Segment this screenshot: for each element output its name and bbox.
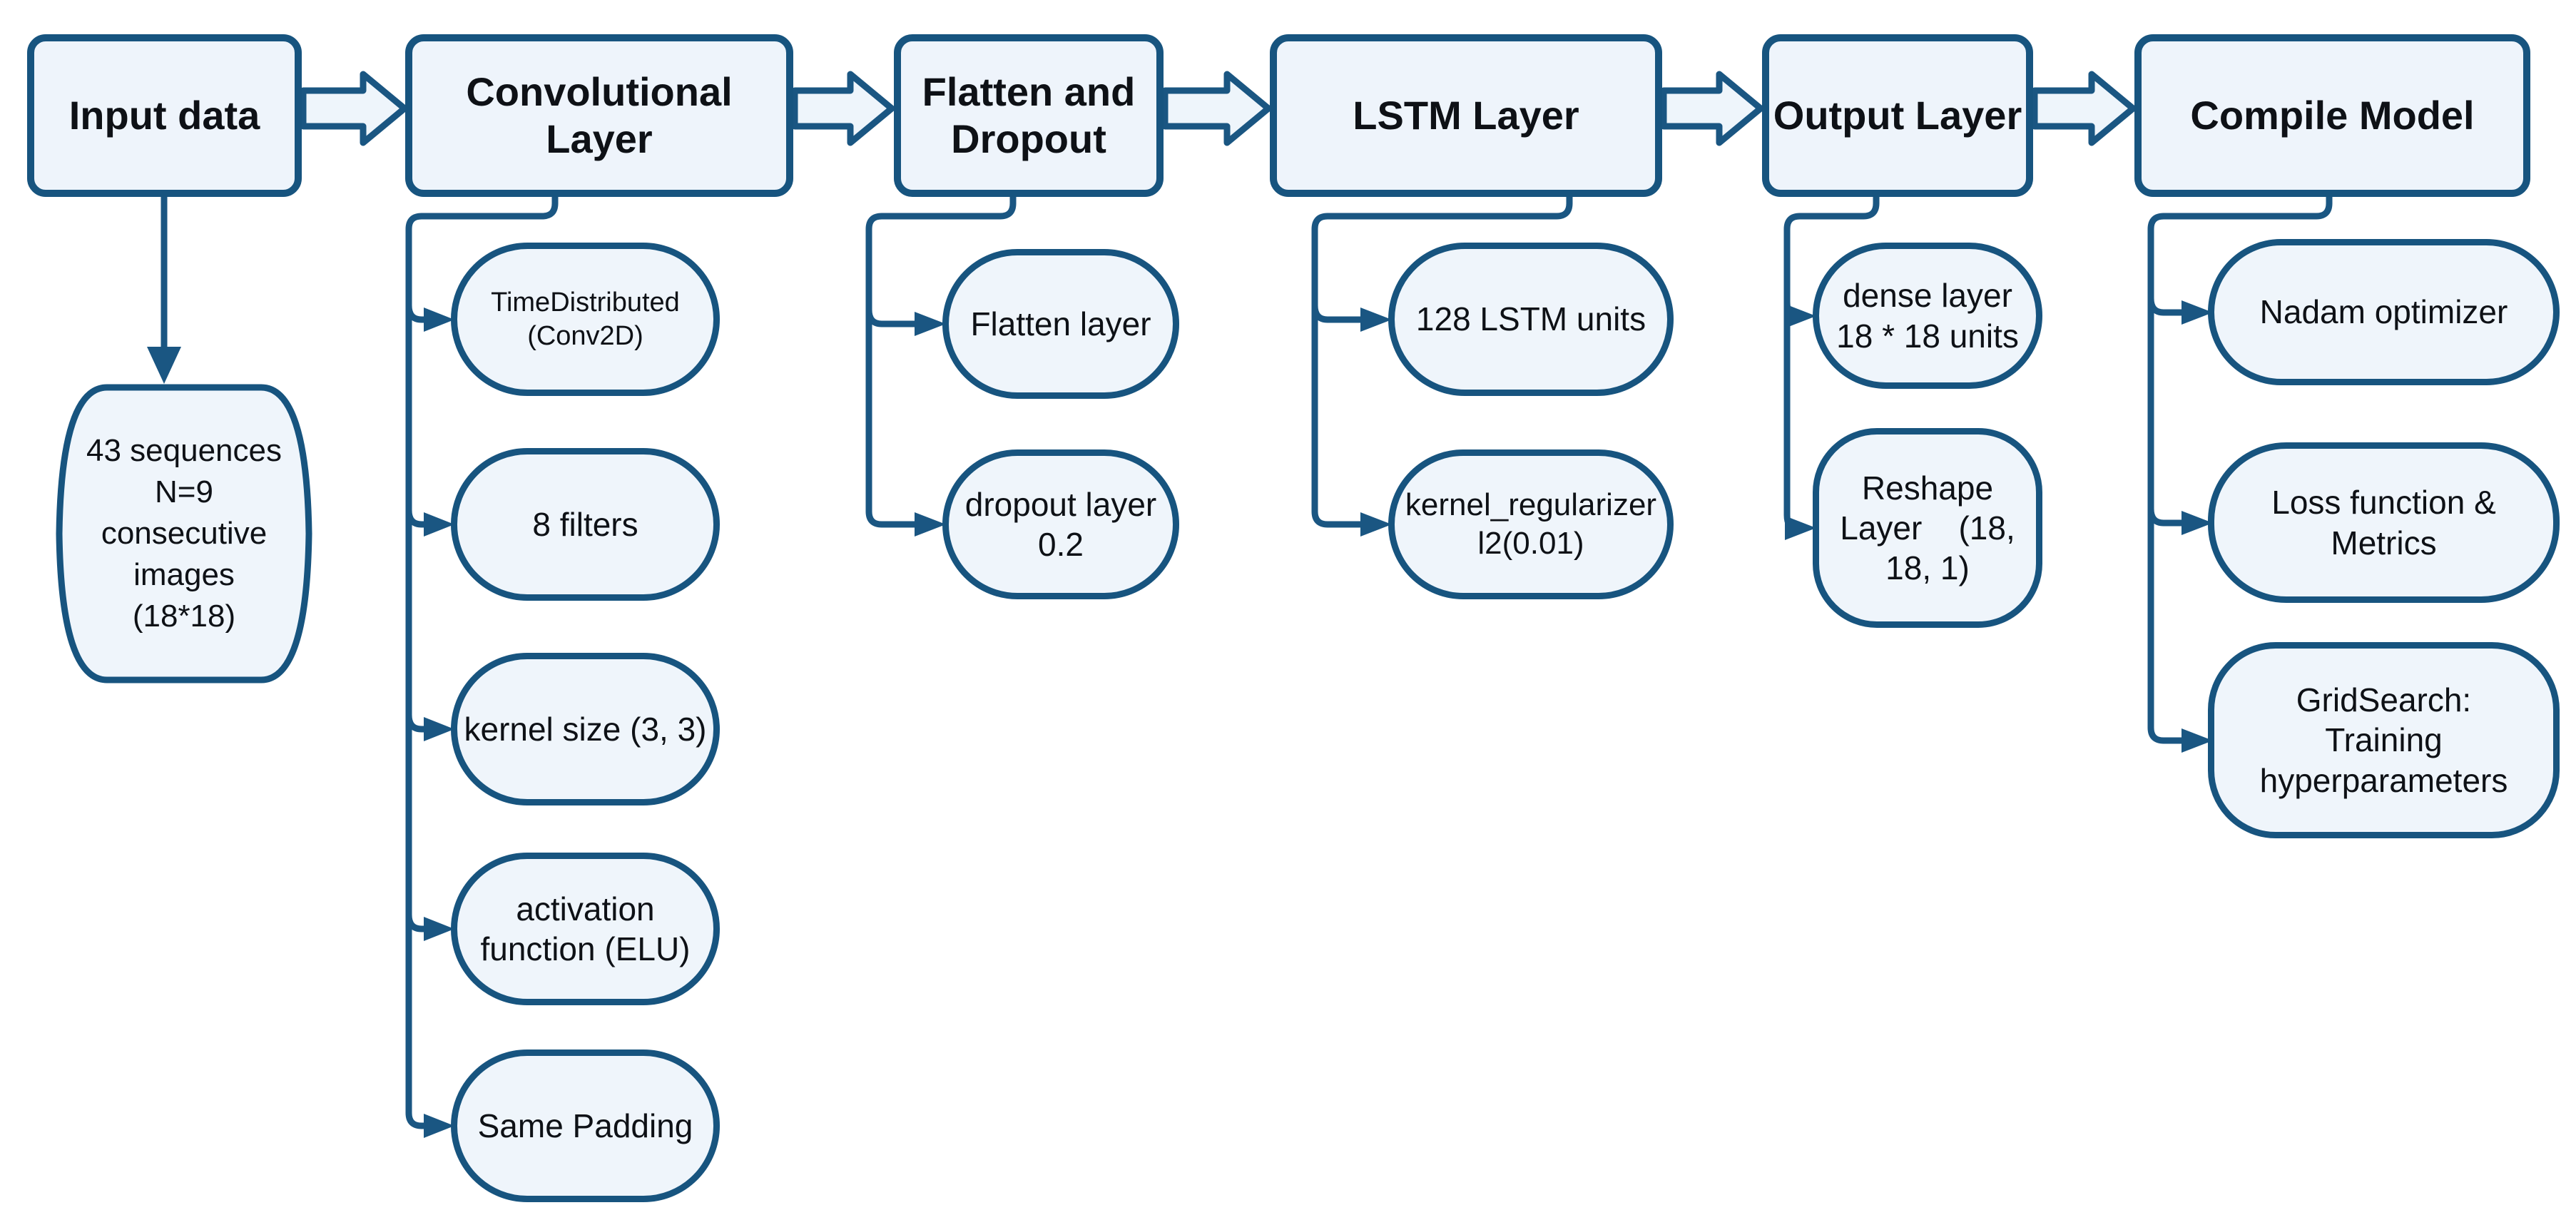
flow-arrow-icon [300,71,2137,146]
header-box-input-data: Input data [27,34,302,197]
node-flatten-layer: Flatten layer [942,249,1179,399]
header-box-convolutional-layer: Convolutional Layer [405,34,793,197]
node-gridsearch-hyperparameters: GridSearch: Training hyperparameters [2208,642,2560,838]
header-box-output-layer: Output Layer [1762,34,2033,197]
node-timedistributed-conv2d: TimeDistributed (Conv2D) [451,243,720,396]
node-input-sequences: 43 sequences N=9 consecutive images (18*… [56,384,312,683]
connector-lstm-layer [1311,197,1573,537]
header-box-lstm-layer: LSTM Layer [1270,34,1662,197]
connector-compile-model [2147,197,2333,753]
connector-convolutional-layer [405,197,559,1138]
node-kernel-size: kernel size (3, 3) [451,653,720,805]
node-same-padding: Same Padding [451,1049,720,1202]
node-dropout-layer: dropout layer 0.2 [942,449,1179,599]
node-reshape-layer: Reshape Layer (18, 18, 1) [1813,428,2042,628]
node-activation-elu: activation function (ELU) [451,853,720,1005]
node-nadam-optimizer: Nadam optimizer [2208,239,2560,385]
node-128-lstm-units: 128 LSTM units [1388,243,1674,396]
connector-output-layer [1783,197,1880,540]
barrel-label: 43 sequences N=9 consecutive images (18*… [86,432,282,634]
node-8-filters: 8 filters [451,448,720,601]
barrel-shape [56,384,312,683]
header-box-flatten-dropout: Flatten and Dropout [894,34,1164,197]
node-dense-layer: dense layer 18 * 18 units [1813,243,2042,389]
connector-input-data [147,197,181,384]
connector-flatten-dropout [865,197,1017,537]
node-loss-function-metrics: Loss function & Metrics [2208,442,2560,603]
header-box-compile-model: Compile Model [2134,34,2530,197]
node-kernel-regularizer: kernel_regularizer l2(0.01) [1388,449,1674,599]
